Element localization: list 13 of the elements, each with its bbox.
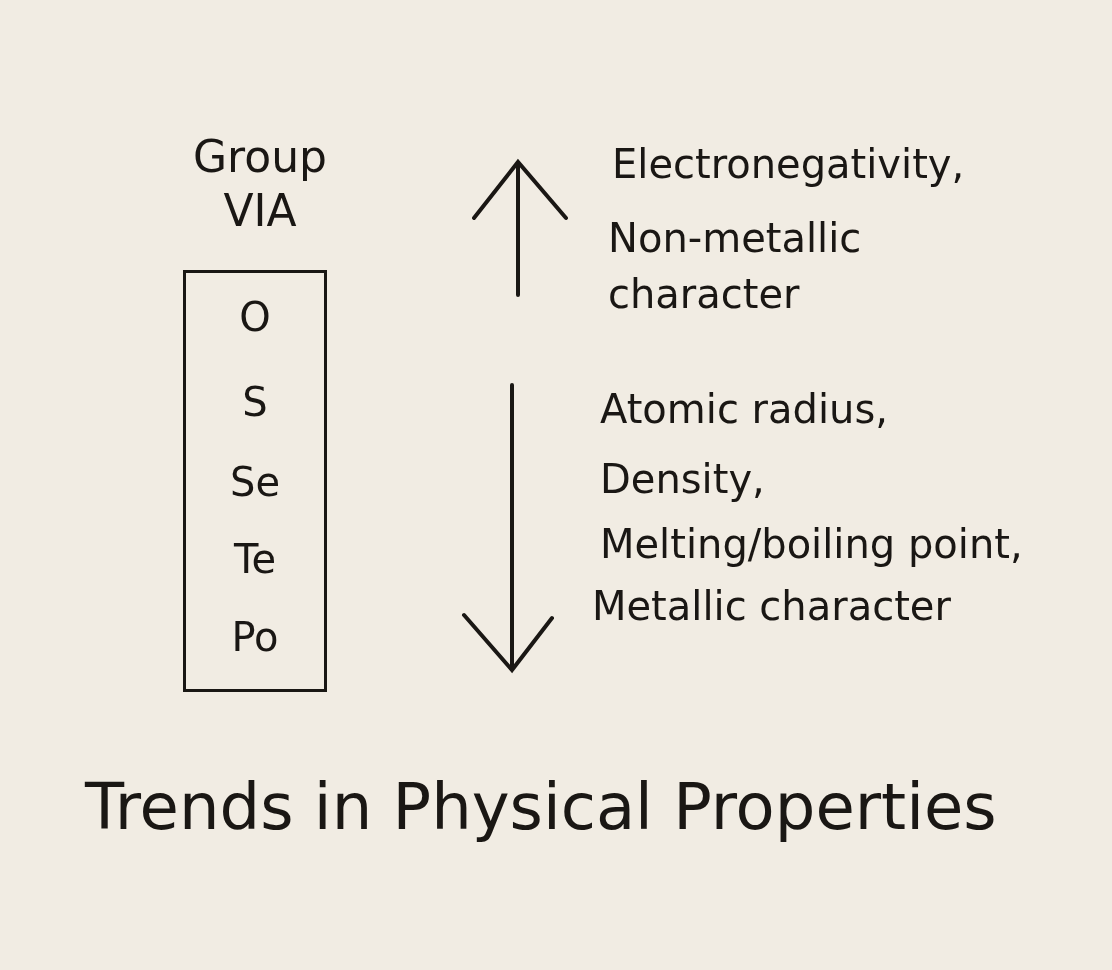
property-text: Non-metallic character (608, 214, 863, 319)
property-text: Metallic character (592, 582, 951, 630)
caption: Trends in Physical Properties (85, 770, 997, 844)
property-text: Electronegativity, (612, 140, 965, 188)
element-symbol: Te (232, 535, 278, 583)
element-symbol: Se (229, 458, 281, 506)
element-symbol: O (238, 293, 272, 341)
group-heading: Group VIA (192, 130, 328, 238)
element-symbol: S (241, 378, 269, 426)
property-text: Density, (600, 455, 765, 503)
element-symbol: Po (230, 613, 280, 661)
property-text: Melting/boiling point, (600, 520, 1023, 568)
property-text: Atomic radius, (600, 385, 888, 433)
